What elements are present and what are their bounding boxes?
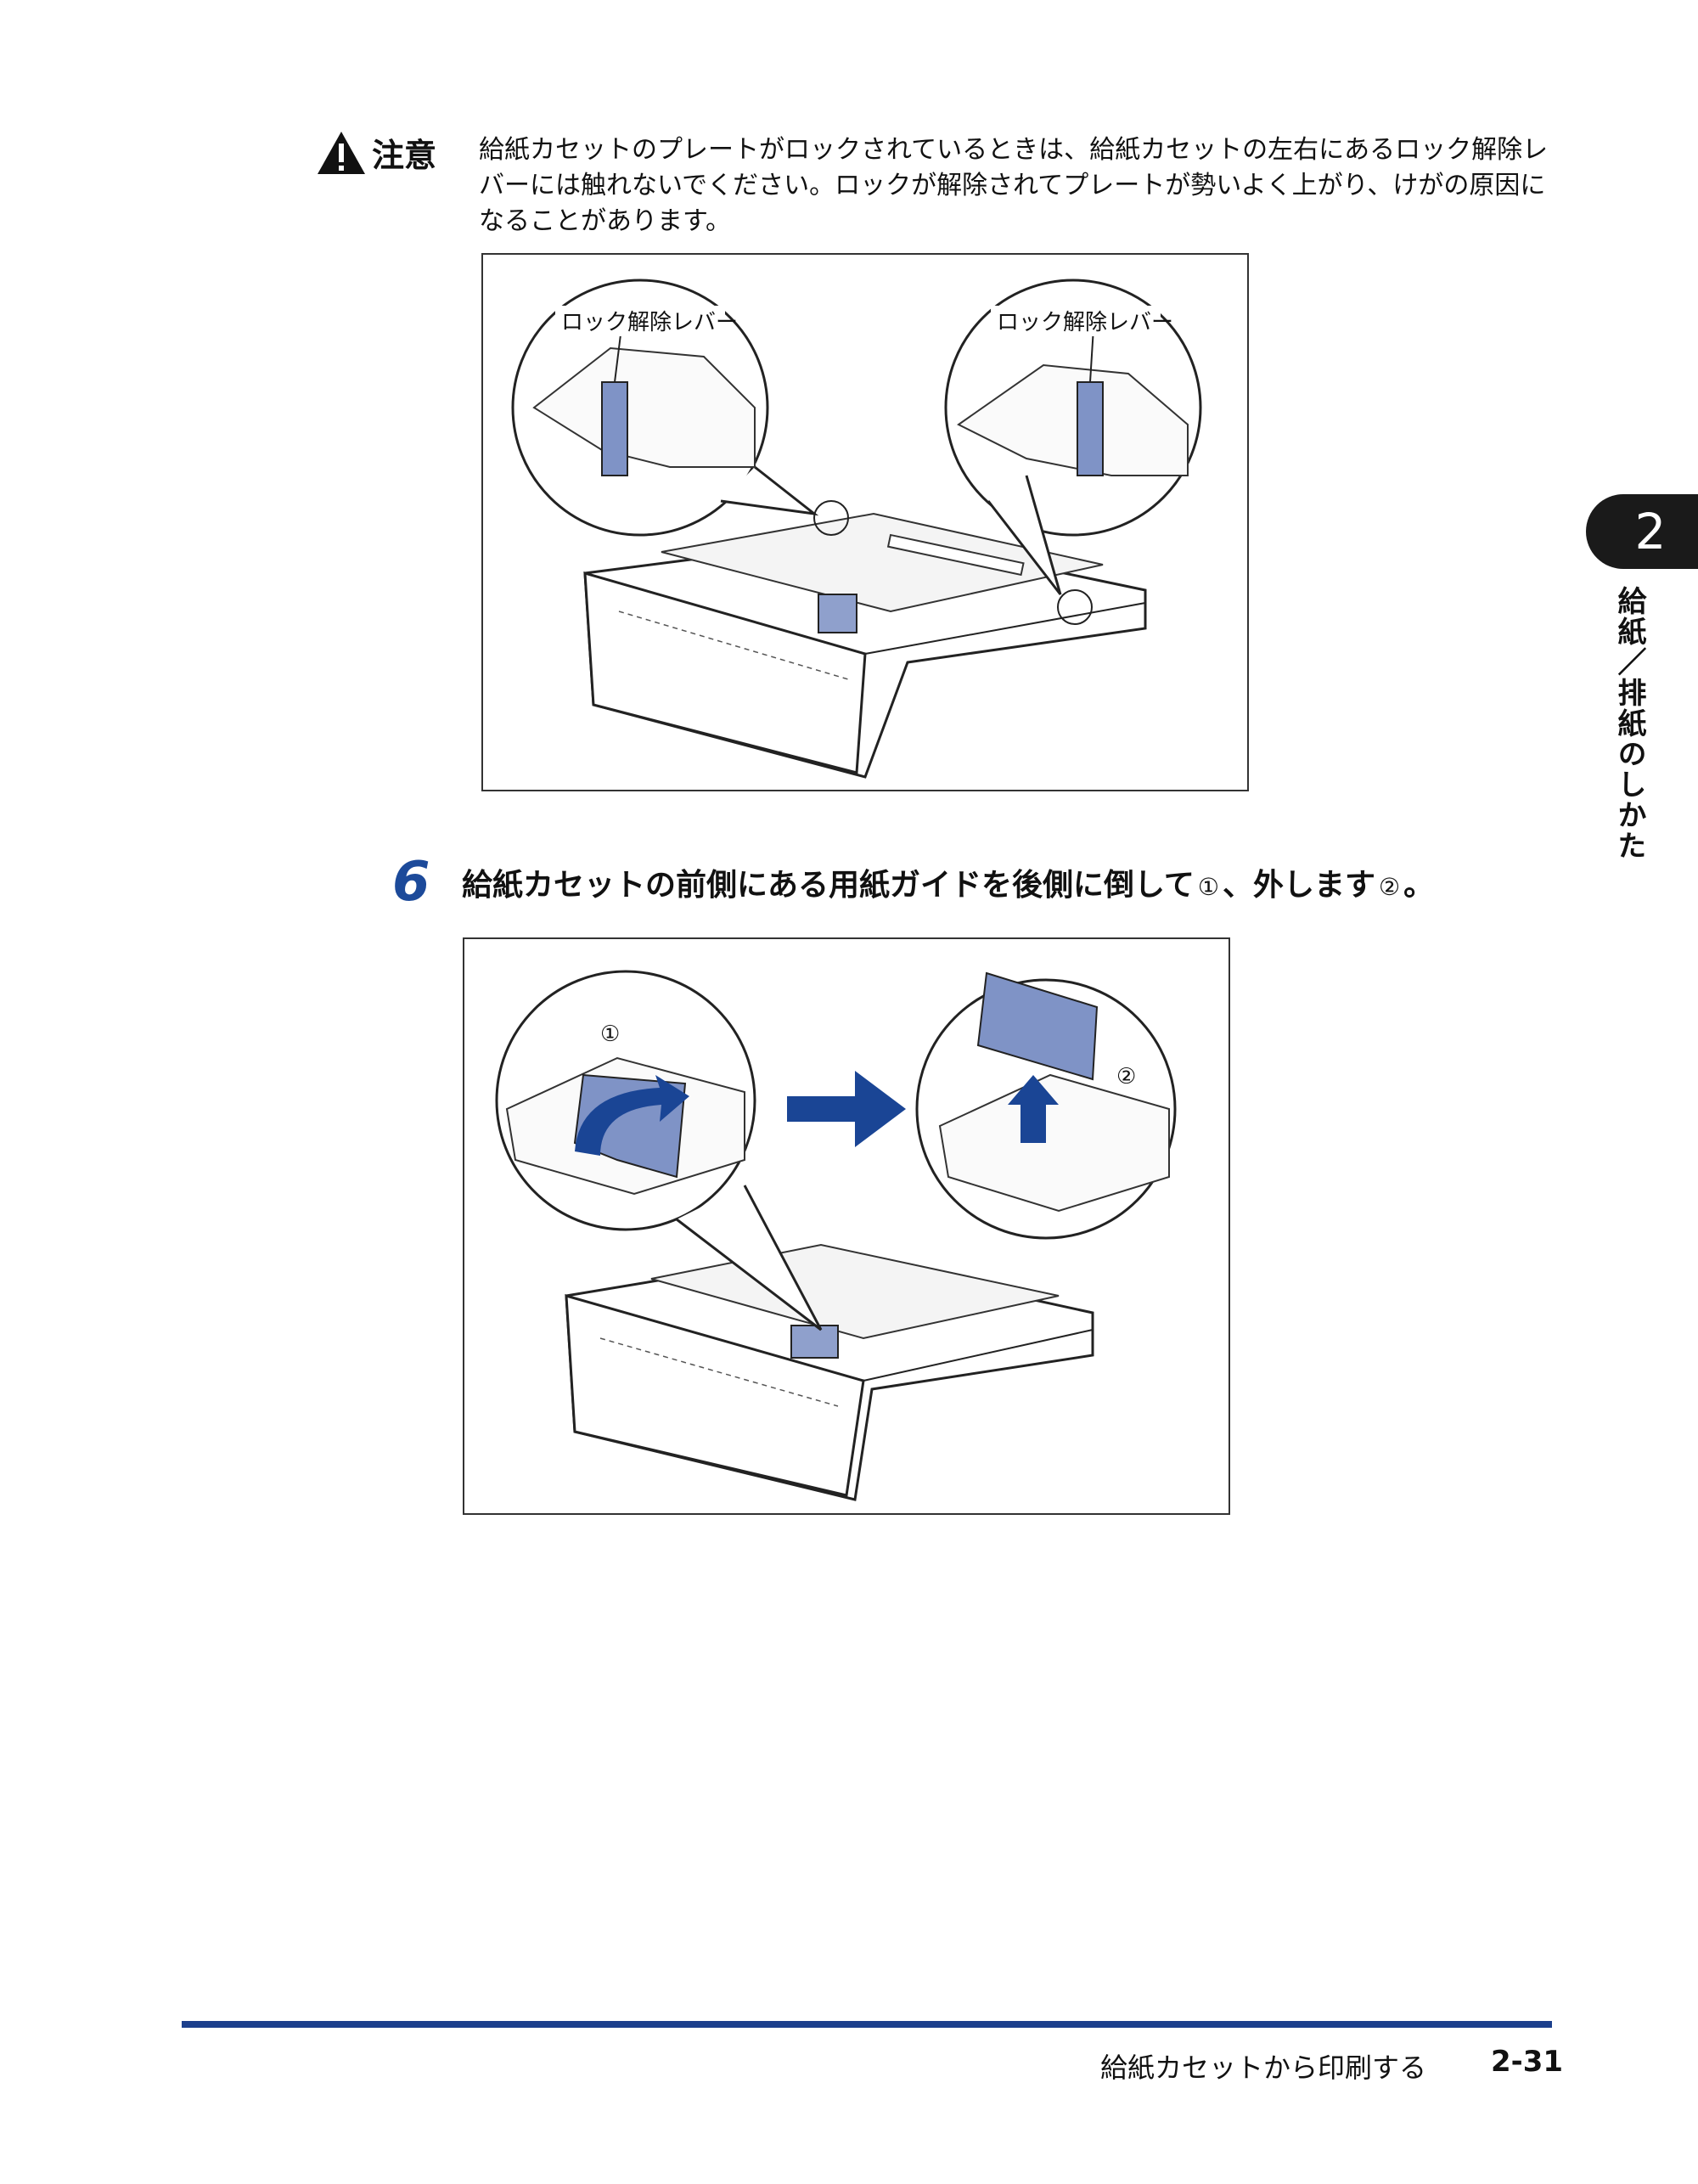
step-text-part1: 給紙カセットの前側にある用紙ガイドを後側に倒して (462, 868, 1195, 903)
caution-label: 注意 (316, 129, 436, 176)
chapter-number: 2 (1634, 503, 1667, 560)
caution-label-text: 注意 (372, 137, 437, 174)
chapter-title: 給紙／排紙のしかた (1612, 586, 1646, 861)
figure-marker-1: ① (600, 1022, 620, 1047)
step-marker-2: ② (1379, 873, 1401, 901)
chapter-tab: 2 (1586, 494, 1698, 569)
figure-marker-2: ② (1116, 1064, 1136, 1089)
figure-paper-guide-removal: ① ② (463, 937, 1230, 1515)
footer-rule (182, 2021, 1552, 2028)
cassette-illustration: ロック解除レバー ロック解除レバー (511, 279, 1202, 779)
right-callout-label: ロック解除レバー (997, 310, 1173, 335)
step-text-part2: 、外します (1223, 868, 1376, 903)
warning-icon (318, 131, 365, 174)
page-number: 2-31 (1491, 2045, 1564, 2079)
paper-guide-illustration: ① ② (495, 970, 1177, 1501)
footer-section-title: 給紙カセットから印刷する (1100, 2052, 1427, 2084)
step-number: 6 (392, 851, 430, 914)
figure-lock-release-levers: ロック解除レバー ロック解除レバー (481, 253, 1249, 791)
step-marker-1: ① (1197, 873, 1220, 901)
step-text-part3: 。 (1403, 868, 1435, 903)
left-callout-label: ロック解除レバー (561, 310, 738, 335)
caution-text: 給紙カセットのプレートがロックされているときは、給紙カセットの左右にあるロック解… (479, 135, 1549, 236)
